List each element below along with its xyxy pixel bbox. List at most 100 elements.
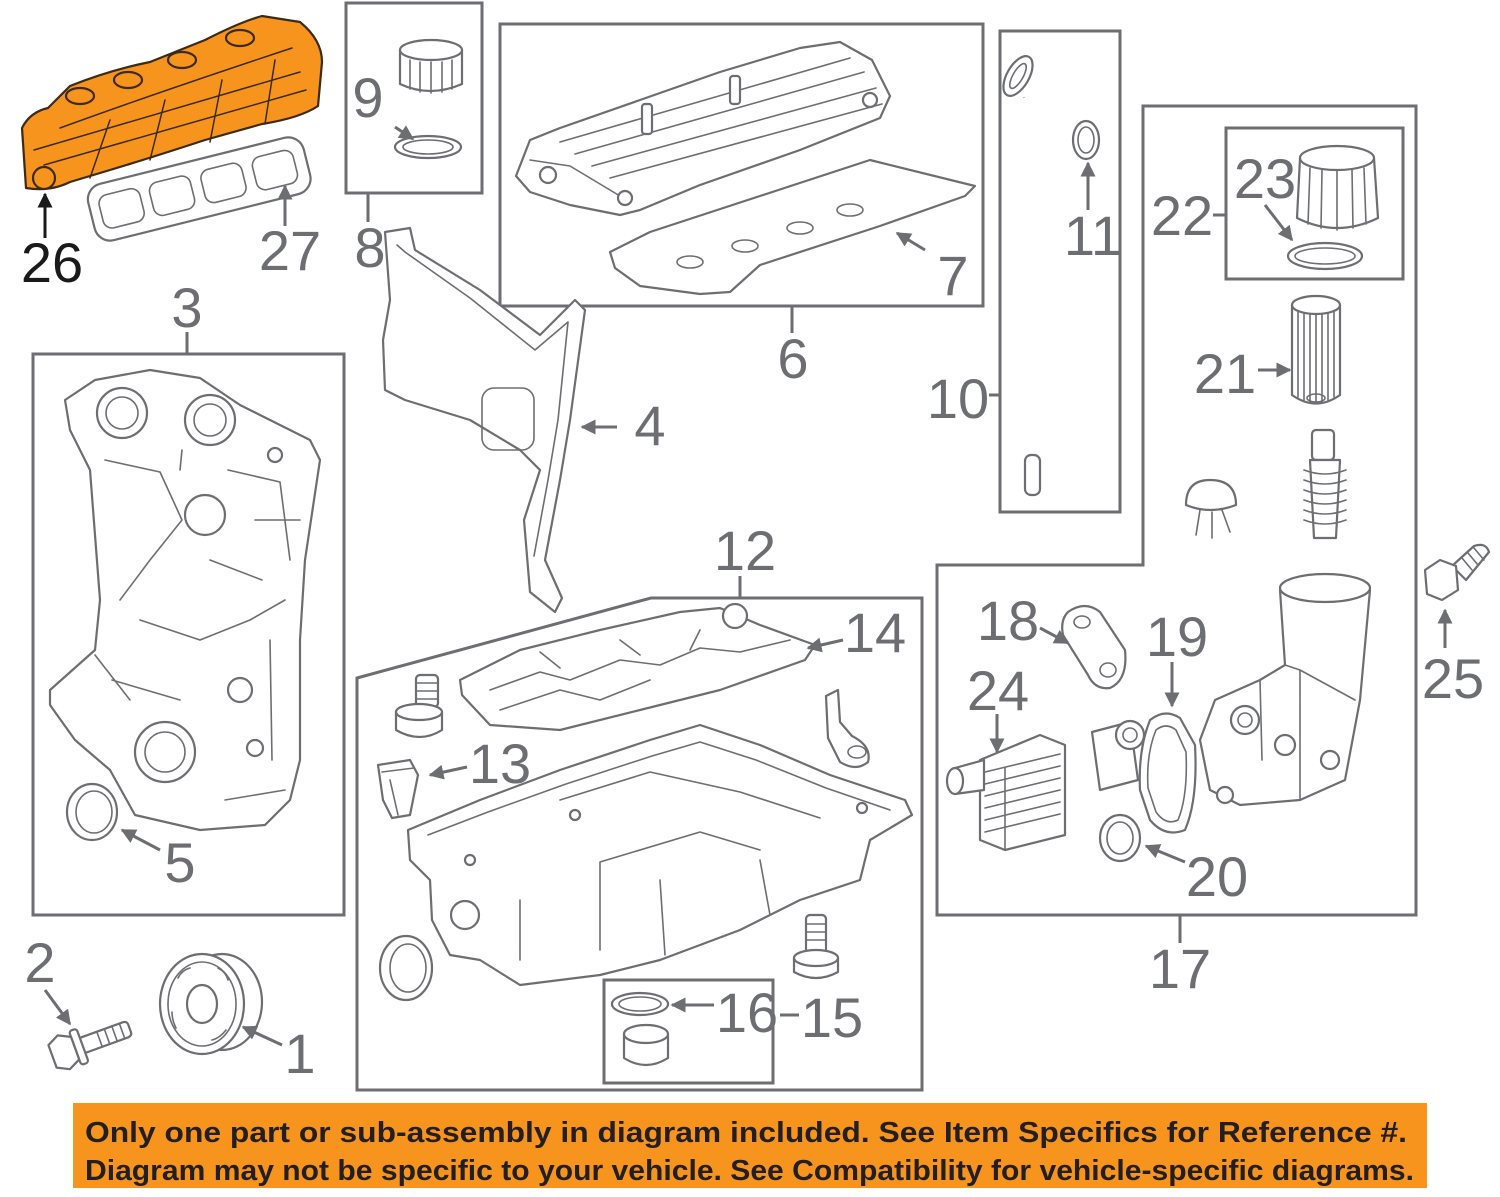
part-1-crank-pulley [158, 952, 264, 1056]
callout-17: 17 [1149, 937, 1211, 1000]
leader-18 [1039, 626, 1070, 645]
part-18-hole-1 [1073, 615, 1091, 629]
part-23-seal-outer [1286, 241, 1364, 271]
part-3-cam-bore-2-inner [193, 403, 227, 437]
disclaimer-banner: Only one part or sub-assembly in diagram… [73, 1103, 1427, 1188]
part-10-dipstick [1002, 55, 1042, 497]
part-27-port-3 [200, 162, 247, 204]
group-box-16 [602, 978, 775, 1085]
part-13-oil-screen [376, 758, 420, 820]
coolant-fitting-bore [1122, 727, 1138, 743]
group-box-6 [498, 22, 985, 308]
oil-pan-drain-boss [449, 899, 481, 931]
part-27-gasket [86, 136, 312, 242]
callout-5: 5 [164, 831, 195, 894]
oil-pan [406, 723, 914, 987]
part-6-boss-2 [616, 189, 634, 207]
part-27-port-2 [148, 175, 196, 217]
part-14-details [489, 629, 791, 711]
part-23-top [1298, 144, 1376, 172]
part-26-bolt-hole [31, 165, 57, 191]
part-7-hole-2 [731, 239, 759, 253]
callout-13: 13 [469, 732, 531, 795]
callout-21: 21 [1194, 342, 1256, 405]
part-18-gasket [1061, 604, 1127, 690]
part-5-outer [65, 782, 119, 842]
part-20-seal [1098, 813, 1142, 863]
callout-7: 7 [937, 244, 968, 307]
part-6-boss-1 [538, 165, 558, 185]
sensor-plug-hex-top [394, 702, 444, 722]
part-7-hole-4 [836, 203, 864, 217]
part-26-port-1 [64, 86, 96, 106]
leader-13 [428, 764, 468, 780]
part-11-seal [1071, 119, 1101, 161]
callout-2: 2 [24, 931, 55, 994]
part-24-body [978, 733, 1067, 852]
part-3-tensioner-boss [183, 493, 227, 537]
part-3-crank-bore-inner [144, 731, 186, 773]
part-5-inner [75, 790, 113, 834]
callout-22: 22 [1151, 184, 1213, 247]
part-3-ribs [94, 449, 301, 801]
filter-housing [1198, 572, 1372, 807]
part-13-detail [381, 767, 415, 816]
part-3-cam-bore-1-inner [105, 396, 139, 430]
part-11-outer [1071, 119, 1101, 161]
part-18-outline [1061, 604, 1127, 690]
part-21-top [1290, 294, 1342, 316]
part-3-cam-bore-1 [95, 386, 149, 440]
filter-housing-body [1198, 588, 1372, 807]
filter-housing-port-2 [1273, 733, 1297, 757]
pan-bolt-threads [805, 923, 827, 941]
oil-pan-bolt-hole-1 [463, 853, 477, 867]
filter-housing-lines [1259, 664, 1356, 801]
banner-background [73, 1103, 1427, 1188]
group-box-17 [935, 104, 1418, 917]
filter-housing-port-4 [1319, 749, 1341, 771]
callout-3: 3 [171, 276, 202, 339]
callout-16: 16 [716, 981, 778, 1044]
part-1-slots [171, 967, 229, 1041]
part-10-shaft-inner [1021, 97, 1042, 463]
part-19-gasket [1138, 712, 1197, 834]
part-6-valve-cover [514, 40, 892, 217]
part-10-ring-outer [1002, 55, 1034, 97]
part-2-pulley-bolt [47, 1020, 133, 1071]
leader-7 [895, 231, 926, 252]
part-11-inner [1077, 126, 1095, 154]
part-24-fins [984, 753, 1061, 851]
callout-9: 9 [352, 66, 383, 129]
part-13-outline [376, 758, 420, 820]
filter-standpipe [1303, 428, 1347, 540]
filter-housing-port-3 [1215, 785, 1235, 805]
oil-pan-rim [427, 741, 891, 836]
part-9-seal-inner [402, 139, 454, 155]
part-25-hex-head [1423, 558, 1460, 602]
part-16-drain-assembly [610, 991, 670, 1067]
part-26-port-2 [112, 70, 144, 90]
part-14-baffle [458, 602, 817, 732]
part-25-drain-plug [1423, 543, 1491, 602]
part-6-ridges [529, 57, 883, 197]
part-26-runner-lines [33, 47, 307, 179]
part-26-intake-manifold [20, 14, 324, 191]
callout-24: 24 [967, 659, 1029, 722]
part-2-threads [95, 1022, 126, 1048]
oil-pickup-tube [824, 688, 870, 769]
pan-bolt-flange [792, 948, 840, 968]
oil-pan-outline [406, 723, 914, 987]
part-1-hub [185, 983, 219, 1025]
oil-pan-bolt-hole-2 [568, 808, 582, 822]
filter-housing-port-1-bore [1237, 712, 1253, 728]
part-5-front-seal [65, 782, 119, 842]
part-25-threads [1461, 547, 1485, 571]
part-2-hex-head [47, 1034, 81, 1071]
part-26-port-3 [166, 50, 198, 70]
rear-seal-inner [389, 943, 427, 993]
pickup-tube-end [847, 745, 867, 759]
pan-bolt [792, 913, 840, 980]
part-24-oil-cooler [945, 733, 1067, 852]
part-3-crank-bore [133, 720, 197, 784]
